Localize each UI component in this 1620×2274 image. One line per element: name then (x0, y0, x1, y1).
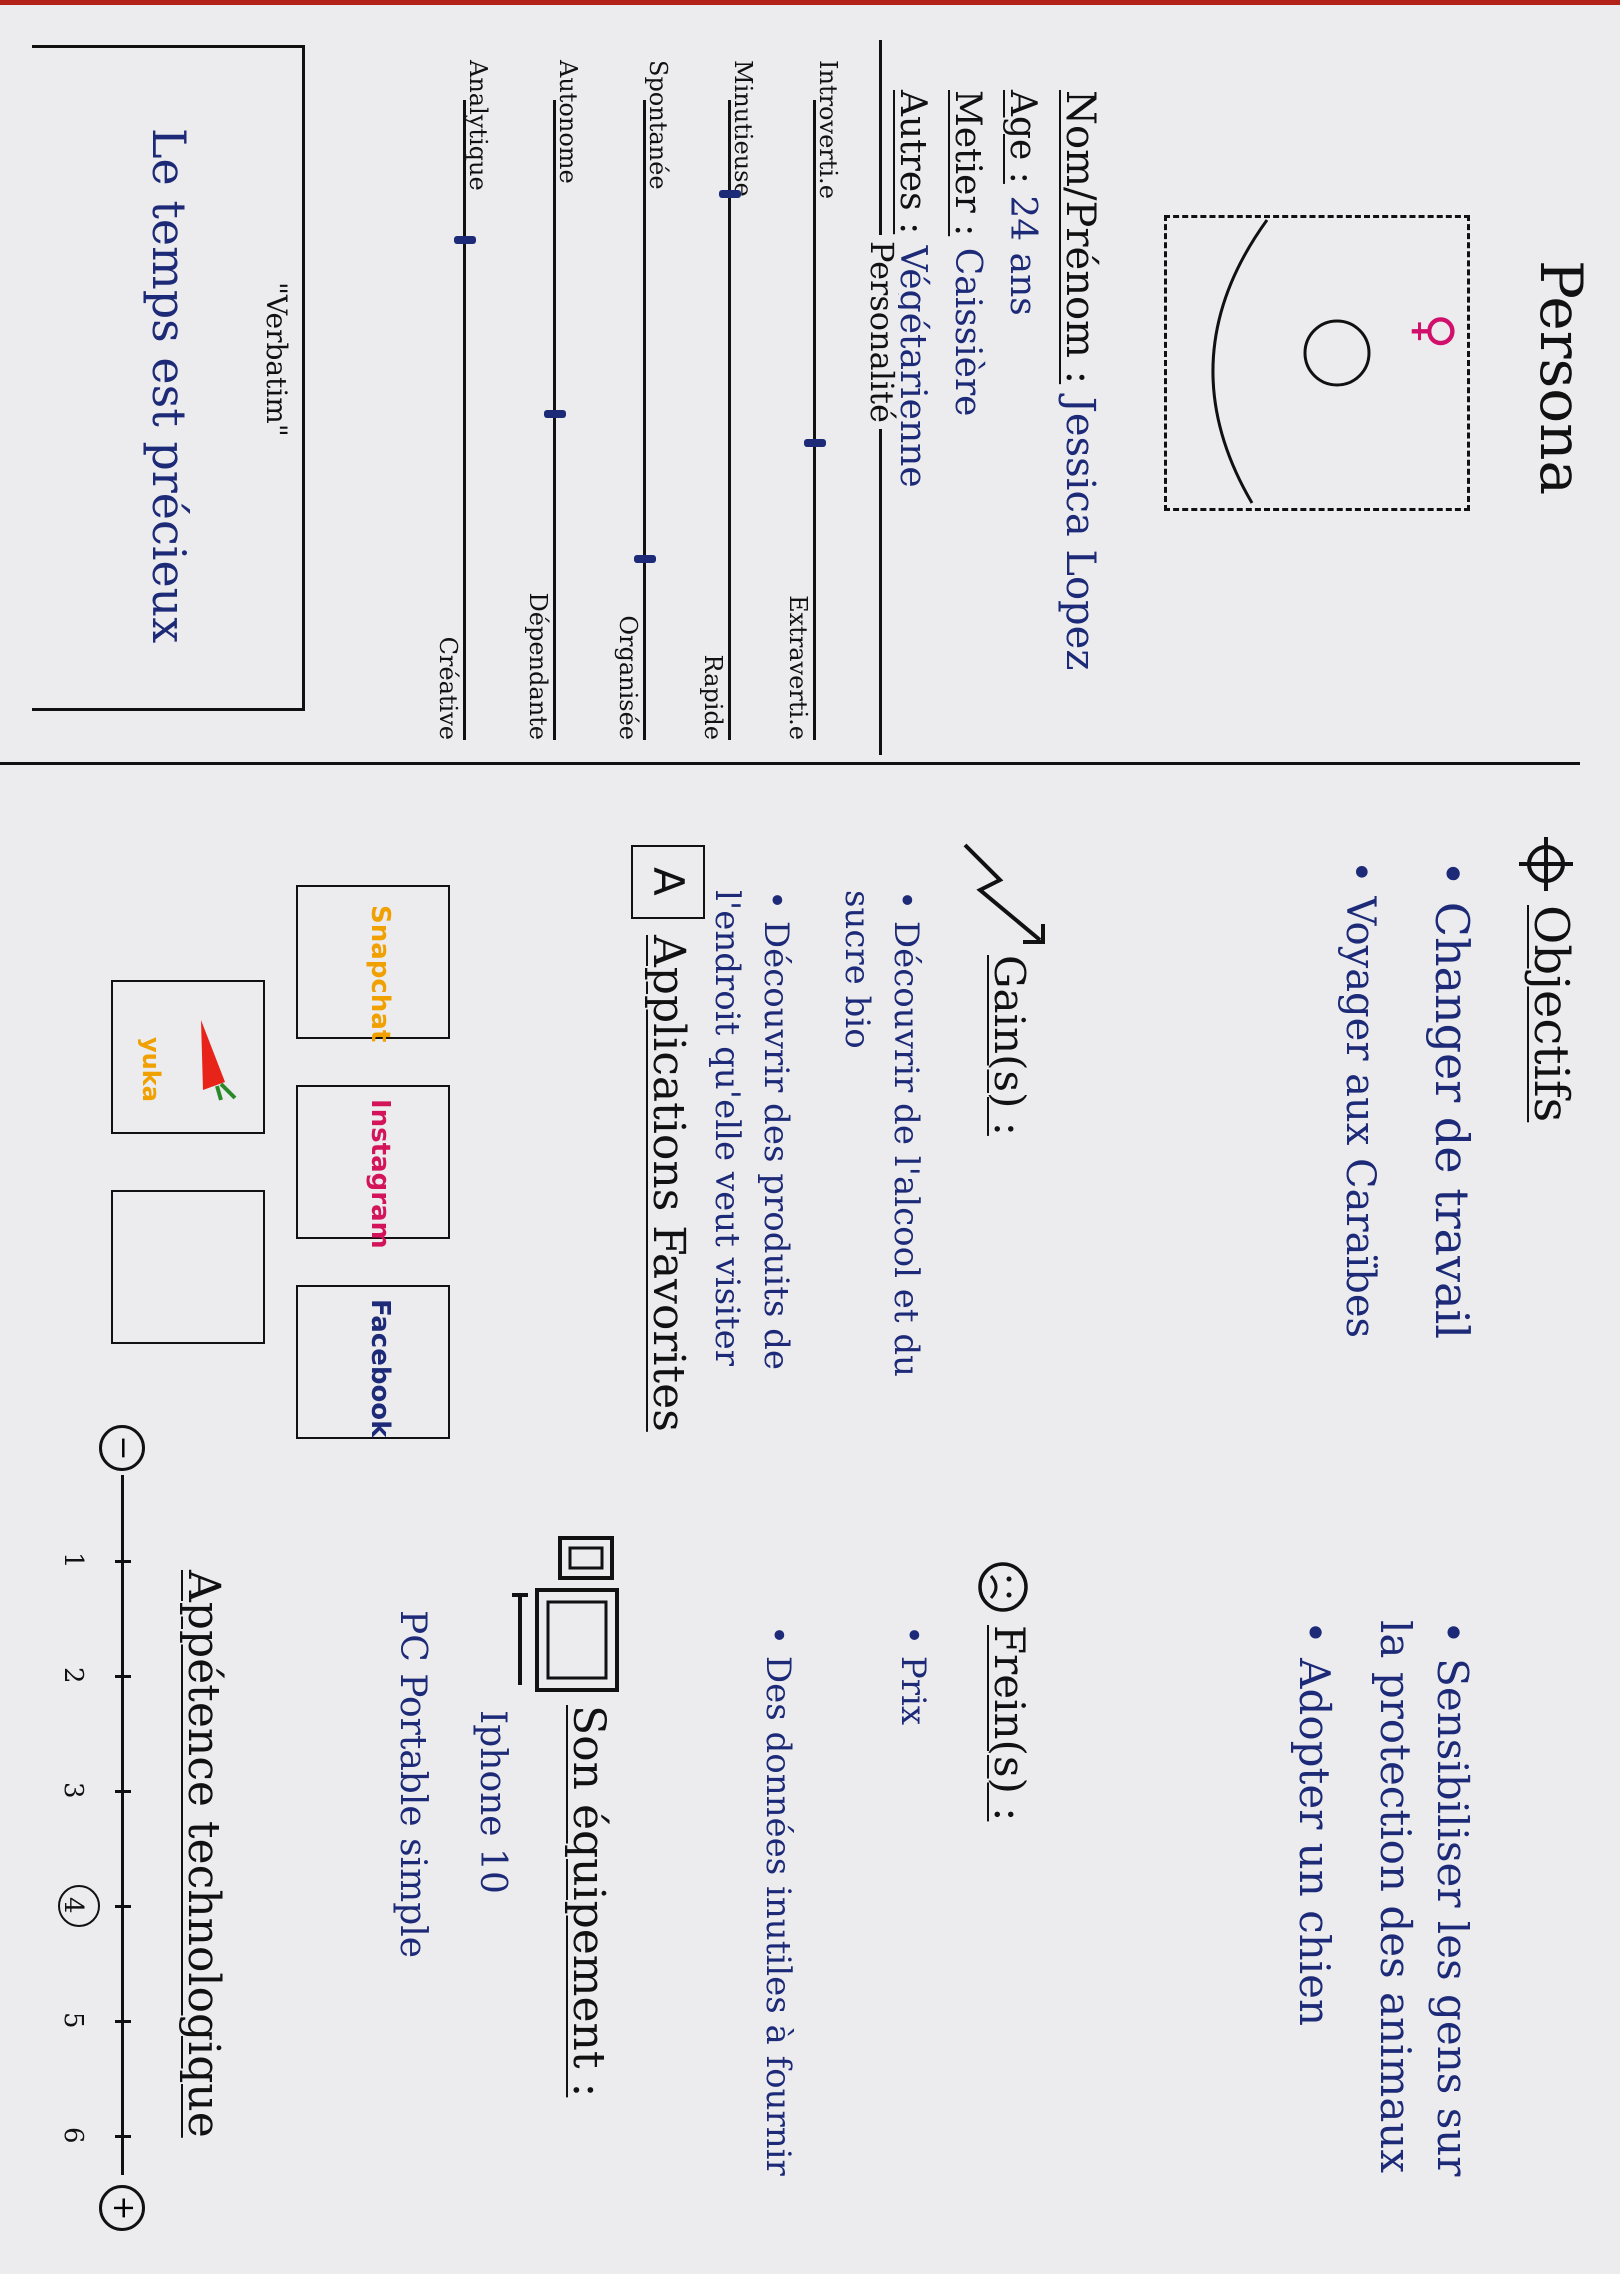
computer-icon (512, 1536, 619, 1692)
scale-line (463, 100, 466, 740)
scale-marker (454, 236, 476, 244)
name-value: Jessica Lopez (1057, 396, 1103, 671)
age-row: Age : 24 ans (1002, 90, 1043, 316)
verbatim-title: "Verbatim" (260, 278, 293, 441)
tech-tick-label: 5 (58, 2012, 88, 2029)
tech-tick (115, 2020, 131, 2023)
objective-text: Adopter un chien (1290, 1658, 1339, 2027)
tech-title: Appétence technologique (178, 1570, 229, 2138)
app-tile-empty[interactable] (111, 1190, 265, 1344)
personality-title: Personalité (863, 235, 901, 429)
app-tile-snapchat[interactable]: Snapchat (296, 885, 450, 1043)
frein-text: Des données inutiles à fournir (758, 1655, 798, 2176)
scale-marker (719, 189, 741, 198)
tech-tick-label: 6 (58, 2127, 88, 2144)
app-tile-facebook[interactable]: Facebook (296, 1285, 450, 1439)
scale-right-label: Créative (434, 636, 462, 740)
frein-text: Prix (893, 1655, 933, 1726)
job-row: Metier : Caissière (947, 90, 988, 417)
job-value: Caissière (947, 247, 988, 417)
tech-tick (115, 1560, 131, 1563)
name-row: Nom/Prénom : Jessica Lopez (1057, 90, 1103, 671)
tech-tick (115, 2135, 131, 2138)
tech-tick-label: 2 (58, 1667, 88, 1684)
objective-item-4: • Adopter un chien (1290, 1620, 1339, 2027)
trend-up-icon (963, 843, 1045, 944)
objective-item-1: • Changer de travail (1425, 860, 1479, 1339)
top-edge-strip (0, 0, 1620, 5)
scale-left-label: Autonome (554, 60, 582, 184)
scale-right-label: Rapide (699, 654, 727, 740)
app-label: yuka (137, 1037, 165, 1102)
gains-title: Gain(s) : (985, 955, 1034, 1136)
apps-icon-letter: A (644, 867, 693, 896)
portrait-frame: ♀ (1164, 215, 1470, 511)
scale-marker (544, 410, 566, 418)
app-tile-instagram[interactable]: Instagram (296, 1085, 450, 1249)
app-label: Facebook (365, 1299, 395, 1438)
objective-text: Voyager aux Caraïbes (1337, 896, 1383, 1339)
target-icon (1519, 837, 1573, 891)
scale-left-label: Analytique (464, 60, 492, 191)
tech-tick-label: 1 (58, 1552, 88, 1569)
age-value: 24 ans (1002, 195, 1043, 316)
other-label: Autres : (892, 90, 933, 235)
equipment-item-1: Iphone 10 (472, 1710, 513, 1894)
page-title: Persona (1527, 260, 1595, 496)
objectives-title: Objectifs (1523, 905, 1579, 1123)
freins-title: Frein(s) : (985, 1625, 1034, 1822)
app-tile-yuka[interactable]: yuka (111, 980, 265, 1134)
scale-marker (804, 439, 826, 447)
tech-selected-circle (58, 1885, 100, 1927)
minus-icon: − (99, 1425, 145, 1471)
tech-tick-label: 3 (58, 1782, 88, 1799)
equipment-item-2: PC Portable simple (392, 1610, 433, 1959)
frein-item-2: • Des données inutiles à fournir (758, 1625, 798, 2176)
scale-left-label: Introverti.e (814, 60, 842, 199)
female-icon: ♀ (1406, 313, 1464, 350)
scale-marker (634, 555, 656, 563)
gain-item-1: • Découvrir de l'alcool et du sucre bio (836, 890, 926, 1378)
scale-right-label: Organisée (614, 615, 642, 740)
tech-axis (121, 1475, 124, 2175)
portrait-sketch (1211, 219, 1371, 504)
scale-left-label: Minutieuse (729, 60, 757, 197)
scale-right-label: Extraverti.e (784, 595, 812, 740)
carrot-icon (201, 1020, 237, 1101)
name-label: Nom/Prénom : (1057, 90, 1103, 385)
tech-tick (115, 1905, 131, 1908)
verbatim-text: Le temps est précieux (142, 128, 196, 644)
apps-icon: A (631, 845, 705, 919)
sad-face-icon (978, 1562, 1028, 1612)
apps-title: Applications Favorites (643, 935, 694, 1432)
objective-item-3: • Sensibiliser les gens sur la protectio… (1371, 1620, 1477, 2177)
job-label: Metier : (947, 90, 988, 237)
app-label: Snapchat (365, 905, 395, 1043)
objective-text: Sensibiliser les gens sur la protection … (1371, 1620, 1477, 2177)
frein-item-1: • Prix (893, 1625, 933, 1726)
tech-tick (115, 1790, 131, 1793)
gain-text: Découvrir de l'alcool et du sucre bio (836, 890, 926, 1378)
app-label: Instagram (365, 1099, 395, 1249)
scale-left-label: Spontanée (644, 60, 672, 190)
age-label: Age : (1002, 90, 1043, 184)
scale-right-label: Dépendante (524, 592, 552, 740)
scale-line (553, 100, 556, 740)
objective-item-2: • Voyager aux Caraïbes (1337, 860, 1383, 1339)
gain-text: Découvrir des produits de l'endroit qu'e… (706, 890, 796, 1371)
scale-line (643, 100, 646, 740)
plus-icon: + (99, 2185, 145, 2231)
panel-divider (0, 762, 1580, 765)
tech-tick (115, 1675, 131, 1678)
objective-text: Changer de travail (1425, 901, 1479, 1339)
equipment-title: Son équipement : (563, 1705, 614, 2098)
gain-item-2: • Découvrir des produits de l'endroit qu… (706, 890, 796, 1371)
verbatim-box: "Verbatim" Le temps est précieux (32, 45, 305, 711)
